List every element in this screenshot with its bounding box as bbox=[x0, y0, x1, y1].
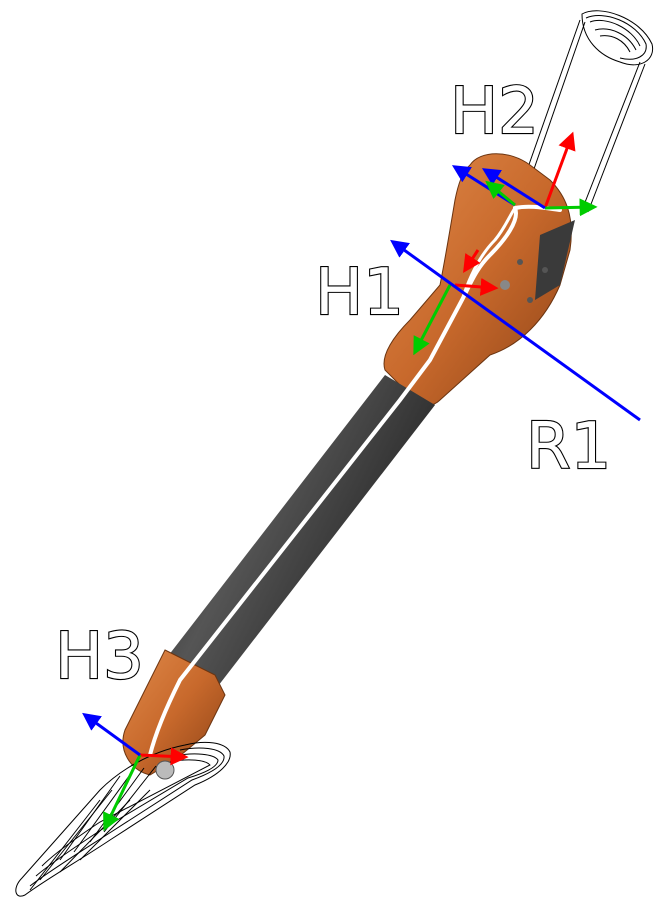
h3-x-axis bbox=[139, 747, 189, 766]
h1-y-axis bbox=[413, 284, 452, 356]
frame-r1-axis bbox=[390, 239, 641, 422]
frame-h3-axes bbox=[82, 712, 189, 832]
h2-y-axis bbox=[544, 198, 598, 217]
h2-y-axis-2 bbox=[485, 180, 516, 207]
h2-x-axis bbox=[543, 131, 576, 209]
h3-z-axis bbox=[82, 712, 141, 757]
label-h2: H2 bbox=[450, 75, 539, 149]
foot-wireframe bbox=[15, 741, 231, 897]
frame-h1-axes bbox=[413, 249, 499, 356]
label-h3: H3 bbox=[55, 620, 144, 694]
label-r1: R1 bbox=[526, 410, 611, 484]
label-h1: H1 bbox=[315, 256, 404, 330]
upper-wireframe-rods bbox=[519, 10, 654, 213]
h1-x-axis-up bbox=[463, 249, 481, 274]
centerline-path bbox=[148, 204, 562, 757]
h2-z-axis bbox=[481, 168, 546, 210]
h3-y-axis bbox=[103, 754, 142, 832]
r1-z-axis bbox=[390, 239, 641, 422]
ankle-adapter bbox=[122, 649, 226, 780]
pylon-tube bbox=[165, 375, 435, 690]
h1-x-axis bbox=[454, 277, 499, 296]
frame-h2-axes bbox=[451, 131, 598, 217]
knee-joint-housing bbox=[383, 153, 575, 406]
